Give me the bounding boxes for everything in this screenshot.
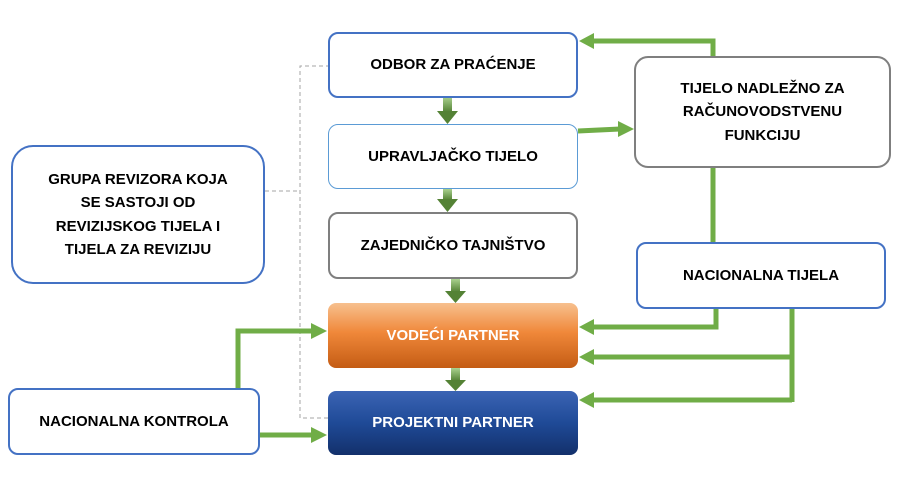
box-nacionalna-kontrola: NACIONALNA KONTROLA: [8, 388, 260, 455]
box-grupa-revizora: GRUPA REVIZORA KOJA SE SASTOJI OD REVIZI…: [11, 145, 265, 284]
label-odbor-za-pracenje: ODBOR ZA PRAĆENJE: [370, 56, 536, 74]
label-nacionalna-kontrola: NACIONALNA KONTROLA: [39, 412, 229, 430]
label-upravljacko-tijelo: UPRAVLJAČKO TIJELO: [368, 147, 538, 165]
box-tijelo-nadlezno: TIJELO NADLEŽNO ZA RAČUNOVODSTVENU FUNKC…: [634, 56, 891, 168]
arrow-tijelo-to-odbor: [579, 33, 716, 56]
box-upravljacko-tijelo: UPRAVLJAČKO TIJELO: [328, 124, 578, 189]
box-zajednicko-tajnistvo: ZAJEDNIČKO TAJNIŠTVO: [328, 212, 578, 279]
label-tijelo-nadlezno: TIJELO NADLEŽNO ZA RAČUNOVODSTVENU FUNKC…: [680, 80, 845, 144]
box-nacionalna-tijela: NACIONALNA TIJELA: [636, 242, 886, 309]
box-projektni-partner: PROJEKTNI PARTNER: [328, 391, 578, 455]
arrow-nacionalna-kontrola-to-projektni: [260, 427, 327, 443]
label-grupa-revizora: GRUPA REVIZORA KOJA SE SASTOJI OD REVIZI…: [48, 171, 228, 258]
chain-arrow-vodeci-to-projektni: [445, 368, 466, 391]
label-nacionalna-tijela: NACIONALNA TIJELA: [682, 266, 840, 284]
box-odbor-za-pracenje: ODBOR ZA PRAĆENJE: [328, 32, 578, 98]
arrow-nacionalna-tijela-bus: [579, 309, 795, 408]
chain-arrow-odbor-to-upravljacko: [437, 97, 458, 124]
label-vodeci-partner: VODEĆI PARTNER: [386, 326, 520, 344]
label-zajednicko-tajnistvo: ZAJEDNIČKO TAJNIŠTVO: [360, 236, 546, 254]
arrow-nacionalna-tijela-to-vodeci: [579, 309, 719, 335]
label-projektni-partner: PROJEKTNI PARTNER: [372, 414, 534, 432]
box-vodeci-partner: VODEĆI PARTNER: [328, 303, 578, 368]
chain-arrow-upravljacko-to-zajednicko: [437, 189, 458, 212]
arrow-upravljacko-to-tijelo: [577, 121, 634, 137]
chain-arrow-zajednicko-to-vodeci: [445, 279, 466, 303]
audit-dashed-bracket: [299, 65, 330, 419]
arrow-nacionalna-kontrola-to-vodeci: [235, 323, 327, 388]
